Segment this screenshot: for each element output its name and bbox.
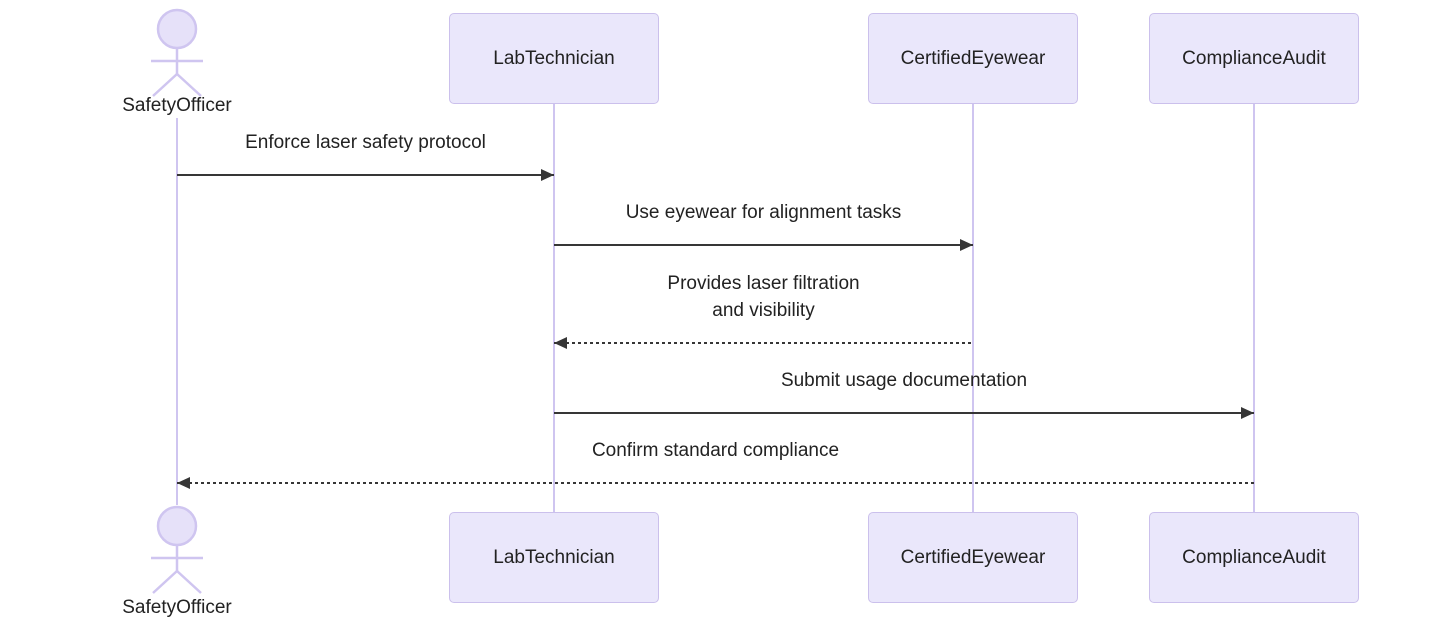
lifeline-CertifiedEyewear [972,104,974,512]
message-line [554,244,973,246]
participant-label: ComplianceAudit [1182,546,1326,568]
participant-box-LabTechnician-top: LabTechnician [449,13,659,104]
message-label-line: Provides laser filtration [667,273,860,294]
participant-box-LabTechnician-bottom: LabTechnician [449,512,659,603]
participant-label: CertifiedEyewear [900,546,1046,568]
actor-label-SafetyOfficer-bottom: SafetyOfficer [122,597,232,618]
arrowhead-icon [177,477,190,489]
participant-label: CertifiedEyewear [900,47,1046,69]
lifeline-LabTechnician [553,104,555,512]
arrowhead-icon [541,169,554,181]
participant-label: LabTechnician [493,47,615,69]
stick-figure-icon [151,8,203,97]
message-line [554,342,973,344]
actor-figure-SafetyOfficer-bottom [147,505,207,597]
message-label-line: Confirm standard compliance [591,440,840,461]
participant-label: ComplianceAudit [1182,47,1326,69]
message-label: Enforce laser safety protocol [106,129,626,156]
actor-figure-SafetyOfficer-top [147,8,207,100]
arrowhead-icon [1241,407,1254,419]
participant-box-ComplianceAudit-top: ComplianceAudit [1149,13,1359,104]
stick-figure-icon [151,505,203,594]
message-line [554,412,1254,414]
lifeline-ComplianceAudit [1253,104,1255,512]
message-label-line: and visibility [712,300,815,321]
arrowhead-icon [554,337,567,349]
message-line [177,482,1254,484]
participant-box-CertifiedEyewear-top: CertifiedEyewear [868,13,1078,104]
message-label: Provides laser filtration and visibility [504,270,1024,324]
message-label: Use eyewear for alignment tasks [504,199,1024,226]
lifeline-SafetyOfficer [176,118,178,505]
participant-label: LabTechnician [493,546,615,568]
actor-label-SafetyOfficer-top: SafetyOfficer [122,95,232,116]
message-label-line: Use eyewear for alignment tasks [625,202,902,223]
actor-head [156,8,198,50]
actor-head [156,505,198,547]
participant-box-CertifiedEyewear-bottom: CertifiedEyewear [868,512,1078,603]
message-label: Submit usage documentation [644,367,1164,394]
participant-box-ComplianceAudit-bottom: ComplianceAudit [1149,512,1359,603]
message-line [177,174,554,176]
message-label: Confirm standard compliance [456,437,976,464]
arrowhead-icon [960,239,973,251]
message-label-line: Enforce laser safety protocol [245,132,486,153]
message-label-line: Submit usage documentation [780,370,1028,391]
